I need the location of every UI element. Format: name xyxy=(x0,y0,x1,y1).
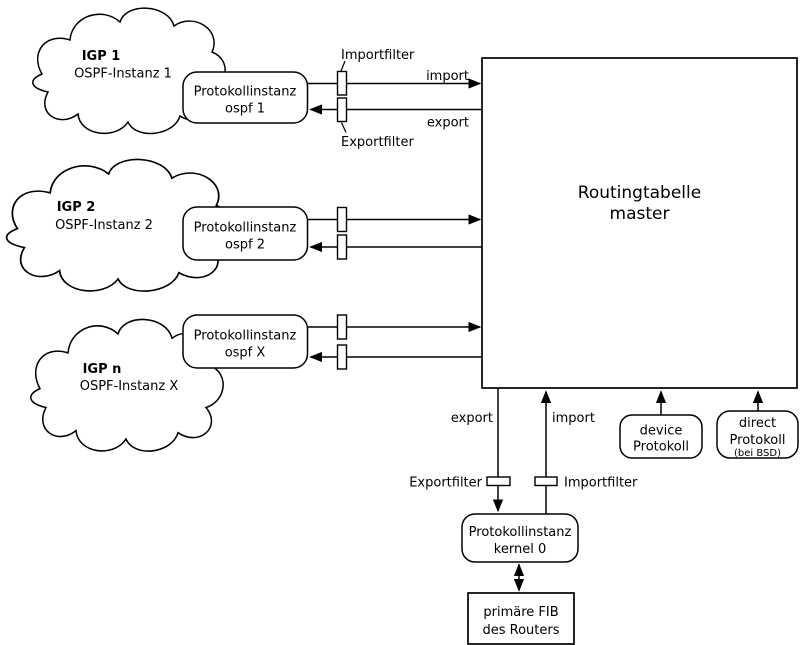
device-protocol-line2: Protokoll xyxy=(633,440,689,455)
protocol-box-ospf-x-line1: Protokollinstanz xyxy=(194,329,297,344)
protocol-box-kernel xyxy=(461,513,579,563)
protocol-box-ospf-2-line2: ospf 2 xyxy=(225,238,265,253)
importfilter-rect-ospf-x xyxy=(336,314,348,340)
importfilter-label-bottom: Importfilter xyxy=(564,476,638,491)
protocol-box-ospf-2 xyxy=(182,206,309,261)
protocol-box-ospf-1-line2: ospf 1 xyxy=(225,102,265,117)
fib-line1: primäre FIB xyxy=(483,605,558,620)
fib-box xyxy=(467,592,575,645)
cloud-igp-2-subtitle: OSPF-Instanz 2 xyxy=(55,218,153,233)
exportfilter-rect-ospf-1 xyxy=(336,97,348,123)
fib-line2: des Routers xyxy=(482,623,559,638)
cloud-igp-1-title: IGP 1 xyxy=(82,49,121,64)
device-protocol-line1: device xyxy=(640,424,683,439)
direct-protocol-line2: Protokoll xyxy=(730,433,786,448)
importfilter-label-top: Importfilter xyxy=(341,48,415,63)
protocol-box-ospf-x-line2: ospf X xyxy=(225,346,266,361)
cloud-igp-n-title: IGP n xyxy=(83,362,122,377)
protocol-box-ospf-2-line1: Protokollinstanz xyxy=(194,221,297,236)
exportfilter-rect-ospf-2 xyxy=(336,234,348,260)
filter-rects xyxy=(336,60,558,487)
importfilter-rect-ospf-1 xyxy=(336,70,348,96)
exportfilter-rect-ospf-x xyxy=(336,344,348,370)
direct-protocol-line1: direct xyxy=(739,416,776,431)
cloud-igp-2-title: IGP 2 xyxy=(57,200,96,215)
routing-table-box xyxy=(481,57,798,389)
cloud-igp-1-subtitle: OSPF-Instanz 1 xyxy=(74,67,172,82)
protocol-box-kernel-line1: Protokollinstanz xyxy=(469,525,572,540)
importfilter-rect-kernel xyxy=(534,476,558,487)
protocol-box-kernel-line2: kernel 0 xyxy=(494,542,546,557)
protocol-box-ospf-1 xyxy=(182,71,309,124)
exportfilter-label-top: Exportfilter xyxy=(341,135,414,150)
cloud-igp-n-subtitle: OSPF-Instanz X xyxy=(80,379,179,394)
routing-table-line1: Routingtabelle xyxy=(578,183,701,203)
exportfilter-callout-line xyxy=(340,122,347,133)
exportfilter-label-bottom: Exportfilter xyxy=(409,476,482,491)
import-label-top: import xyxy=(426,69,469,84)
import-label-bottom: import xyxy=(552,411,595,426)
export-label-top: export xyxy=(427,116,469,131)
protocol-box-ospf-1-line1: Protokollinstanz xyxy=(194,85,297,100)
routing-table-line2: master xyxy=(610,204,670,224)
direct-protocol-note: (bei BSD) xyxy=(734,448,781,459)
protocol-box-ospf-x xyxy=(182,314,309,369)
importfilter-rect-ospf-2 xyxy=(336,206,348,233)
export-label-bottom: export xyxy=(451,411,493,426)
importfilter-callout-line xyxy=(340,60,346,72)
exportfilter-rect-kernel xyxy=(486,476,511,487)
